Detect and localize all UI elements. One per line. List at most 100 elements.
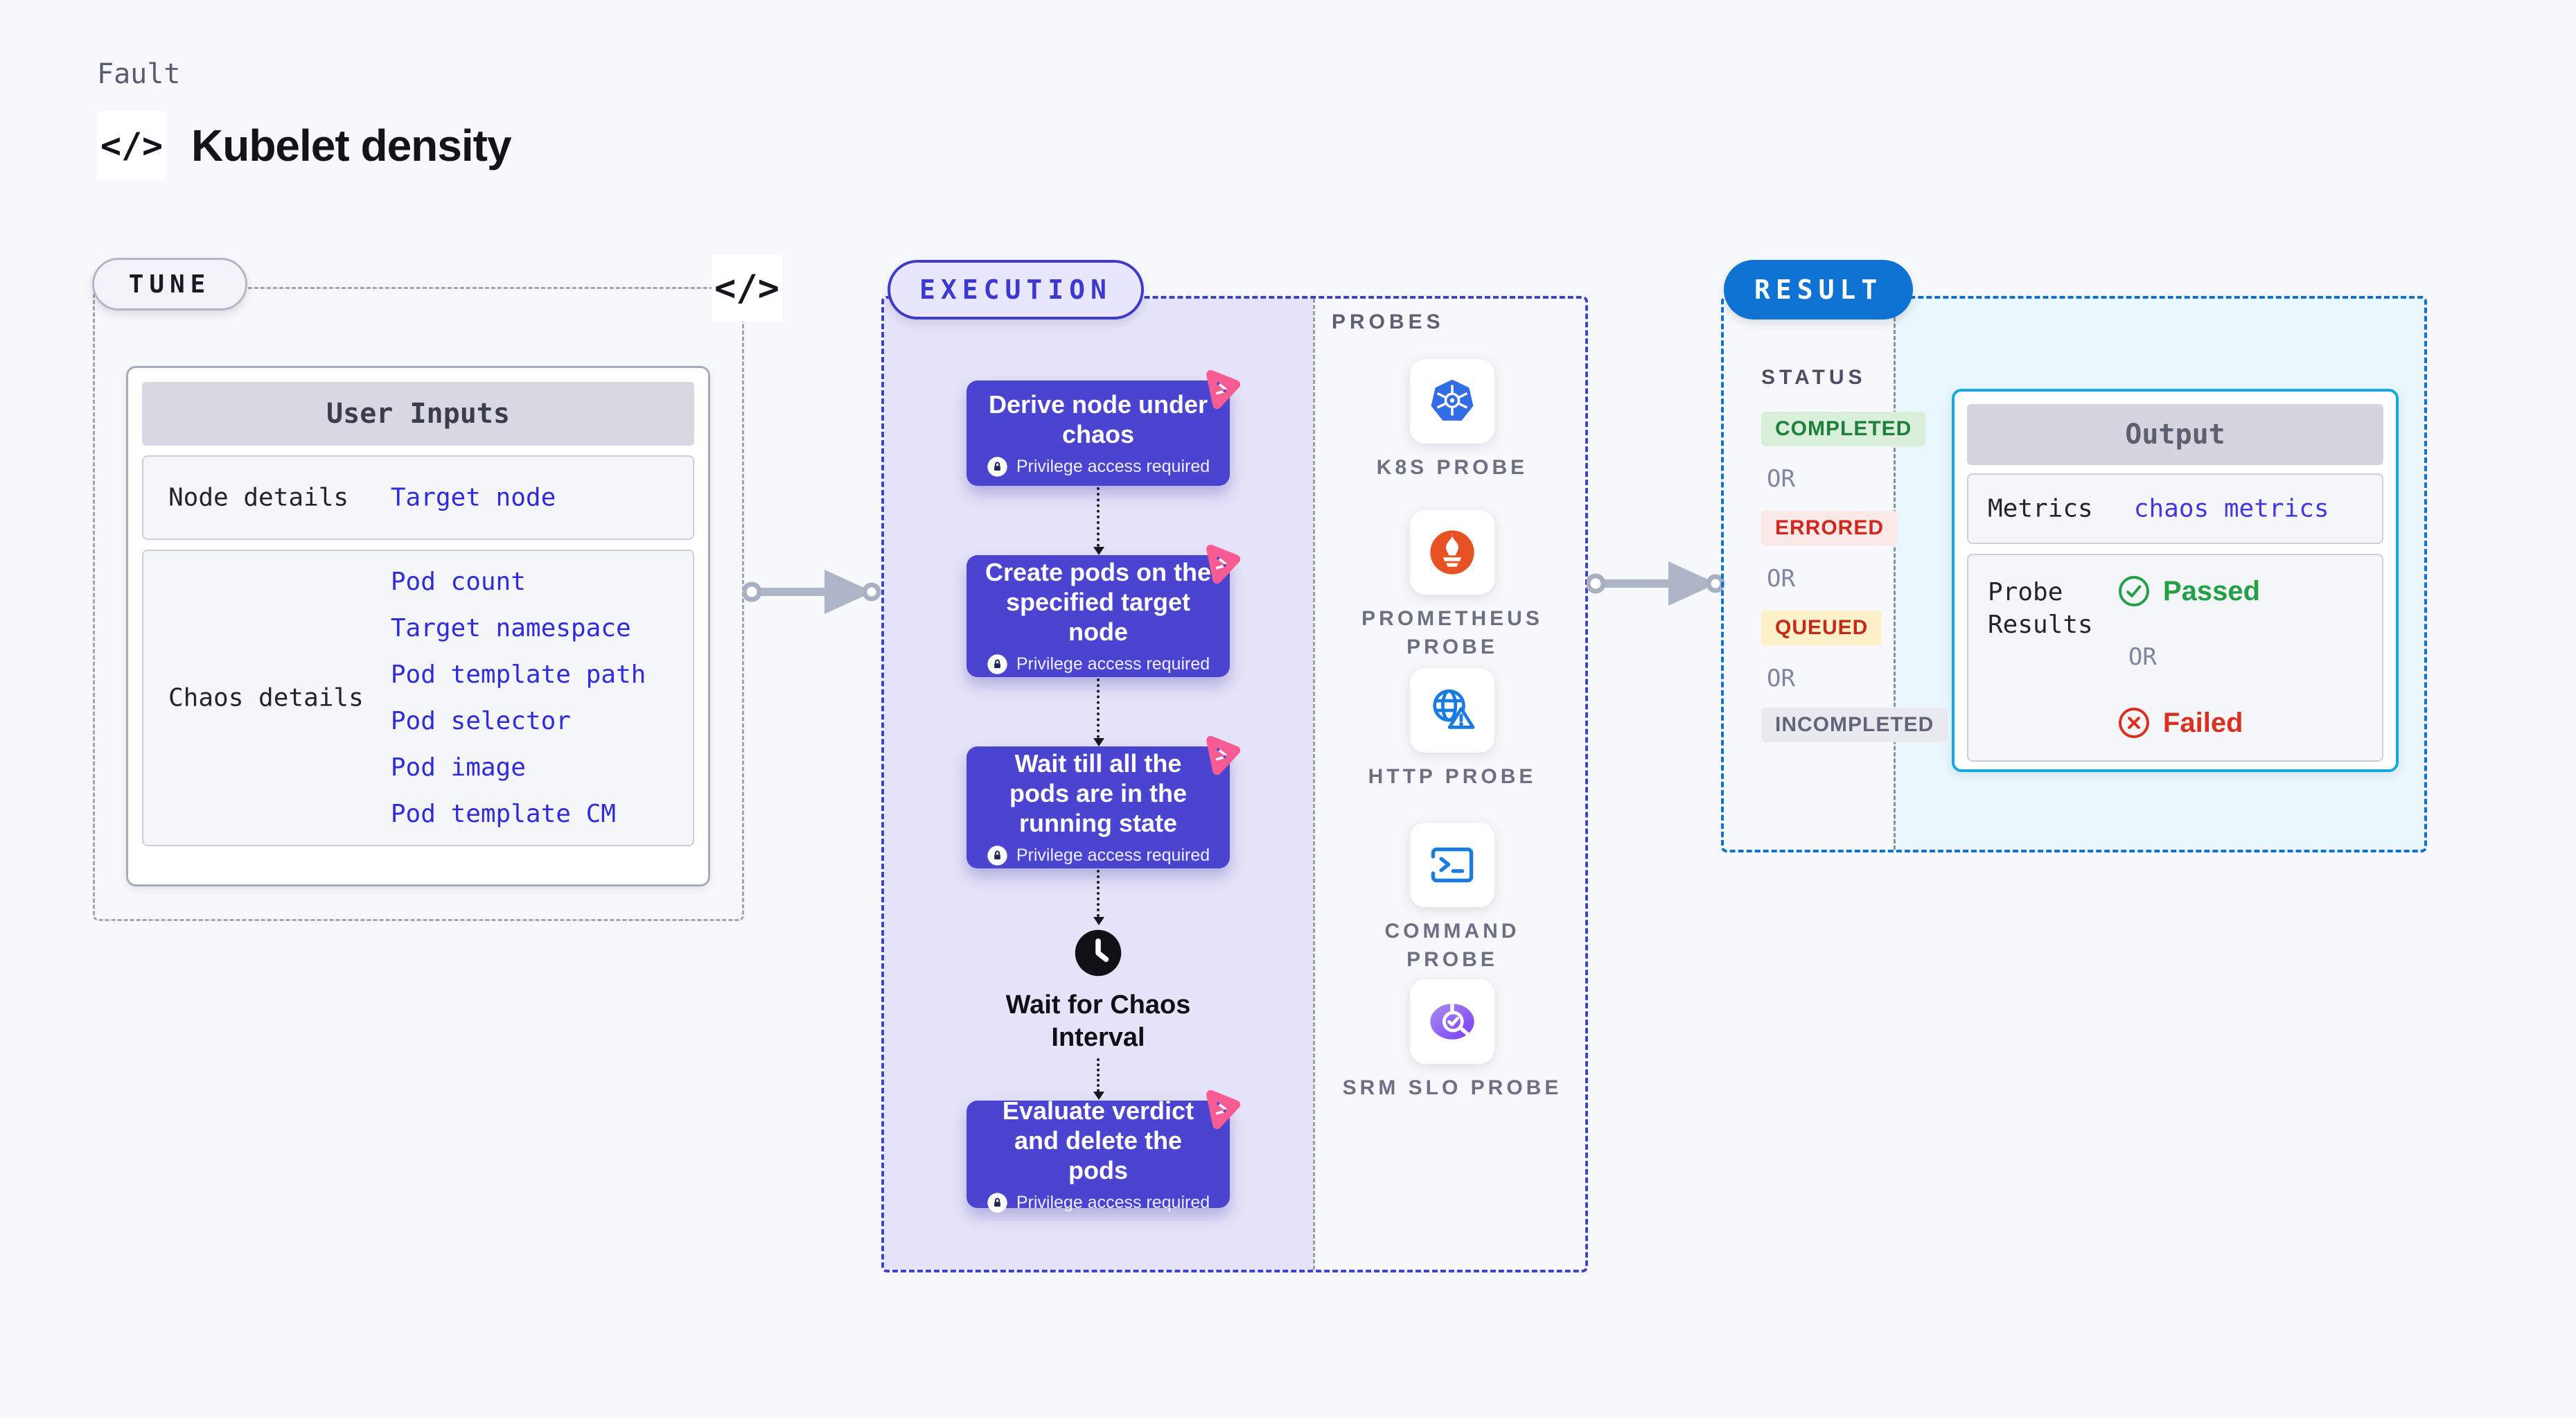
verdict-failed: Failed xyxy=(2117,706,2260,739)
node-details-values: Target node xyxy=(391,475,556,521)
wait-for-chaos-interval-label: Wait for Chaos Interval xyxy=(967,989,1230,1054)
verdict-column: Passed OR Failed xyxy=(2117,555,2260,760)
link-target-node[interactable]: Target node xyxy=(390,483,556,512)
step-card-evaluate-verdict: Evaluate verdict and delete the pods Pri… xyxy=(967,1089,1241,1213)
flow-arrow-icon xyxy=(1587,561,1725,606)
probe-card-http xyxy=(1410,668,1494,753)
lock-icon xyxy=(987,654,1007,674)
status-badge-1: ERRORED xyxy=(1761,511,1898,545)
flow-arrow-icon xyxy=(743,570,881,614)
or-separator: OR xyxy=(1767,665,1795,692)
wait-label-line2: Interval xyxy=(1051,1023,1145,1052)
title-row: </> Kubelet density xyxy=(97,111,512,180)
status-badge-3: INCOMPLETED xyxy=(1761,708,1948,742)
flow-connector xyxy=(1093,870,1104,925)
check-circle-icon xyxy=(2118,576,2149,606)
privilege-note-text: Privilege access required xyxy=(1016,654,1210,674)
lock-icon xyxy=(987,846,1007,866)
link-pod-template-path[interactable]: Pod template path xyxy=(390,660,646,689)
lock-icon xyxy=(987,456,1007,477)
link-pod-template-cm[interactable]: Pod template CM xyxy=(390,800,616,828)
execution-section: EXECUTION Derive node under chaos Privil… xyxy=(881,260,1588,1272)
fault-eyebrow: Fault xyxy=(97,58,181,90)
flow-connector xyxy=(1093,1058,1104,1100)
privilege-note: Privilege access required xyxy=(987,456,1210,478)
probe-card-k8s xyxy=(1410,359,1494,444)
privilege-note: Privilege access required xyxy=(987,654,1210,675)
clock-icon xyxy=(1075,929,1122,977)
metrics-label: Metrics xyxy=(1988,494,2093,523)
step-title: Evaluate verdict and delete the pods xyxy=(1002,1096,1194,1184)
privilege-note: Privilege access required xyxy=(987,1192,1210,1214)
step-title: Create pods on the specified target node xyxy=(985,558,1212,646)
code-icon: </> xyxy=(97,111,166,180)
step-card-wait-pods-running: Wait till all the pods are in the runnin… xyxy=(967,735,1241,868)
flow-connector xyxy=(1093,679,1104,746)
step-card-derive-node: Derive node under chaos Privilege access… xyxy=(967,369,1241,486)
privilege-note: Privilege access required xyxy=(987,845,1210,866)
result-section: RESULT STATUS COMPLETED OR ERRORED OR QU… xyxy=(1721,260,2427,852)
terminal-icon xyxy=(1431,847,1474,883)
page-title: Kubelet density xyxy=(191,121,512,170)
step-title: Derive node under chaos xyxy=(988,389,1208,448)
chaos-metrics-link[interactable]: chaos metrics xyxy=(2133,494,2329,523)
result-badge: RESULT xyxy=(1724,260,1914,320)
or-separator: OR xyxy=(1767,565,1795,593)
lock-icon xyxy=(987,1192,1007,1213)
link-pod-image[interactable]: Pod image xyxy=(390,753,526,782)
kubernetes-icon xyxy=(1431,379,1474,421)
probe-results-label-line2: Results xyxy=(1988,611,2093,639)
output-header: Output xyxy=(1967,404,2383,465)
privilege-note-text: Privilege access required xyxy=(1016,1192,1210,1212)
probe-label-prometheus: PROMETHEUS PROBE xyxy=(1361,607,1543,658)
passed-label: Passed xyxy=(2162,575,2261,606)
probe-label-srm-slo: SRM SLO PROBE xyxy=(1342,1076,1562,1099)
x-circle-icon xyxy=(2118,708,2149,738)
prometheus-icon xyxy=(1430,530,1474,575)
privilege-note-text: Privilege access required xyxy=(1016,846,1210,865)
execution-badge: EXECUTION xyxy=(888,260,1144,320)
litmus-chaos-icon xyxy=(1206,1089,1241,1130)
or-separator: OR xyxy=(2128,643,2157,671)
link-pod-count[interactable]: Pod count xyxy=(390,568,526,596)
node-details-label: Node details xyxy=(168,483,349,512)
step-title: Wait till all the pods are in the runnin… xyxy=(1009,749,1188,837)
probes-heading: PROBES xyxy=(1332,310,1445,333)
status-badge-0: COMPLETED xyxy=(1761,412,1926,446)
litmus-chaos-icon xyxy=(1206,369,1241,410)
probe-results-label: Probe Results xyxy=(1988,576,2093,641)
status-heading: STATUS xyxy=(1761,366,1867,389)
tune-section xyxy=(93,287,744,921)
chaos-details-label: Chaos details xyxy=(168,683,364,712)
or-separator: OR xyxy=(1767,465,1795,493)
code-icon: </> xyxy=(712,255,782,322)
user-inputs-card: User Inputs Node details Target node Cha… xyxy=(126,366,710,886)
probe-card-prometheus xyxy=(1410,510,1494,595)
probe-label-http: HTTP PROBE xyxy=(1368,765,1537,788)
chaos-details-values: Pod count Target namespace Pod template … xyxy=(391,559,646,837)
wait-label-line1: Wait for Chaos xyxy=(1005,990,1191,1019)
probe-label-command: COMMAND PROBE xyxy=(1384,920,1520,971)
litmus-chaos-icon xyxy=(1206,735,1241,776)
step-card-create-pods: Create pods on the specified target node… xyxy=(967,544,1241,677)
output-card: Output Metrics chaos metrics Probe Resul… xyxy=(1952,389,2399,772)
litmus-chaos-icon xyxy=(1206,544,1241,584)
chaos-details-row: Chaos details Pod count Target namespace… xyxy=(142,550,694,846)
http-globe-warning-icon xyxy=(1433,689,1475,729)
status-badge-2: QUEUED xyxy=(1761,611,1882,645)
link-pod-selector[interactable]: Pod selector xyxy=(390,707,571,735)
probe-results-label-line1: Probe xyxy=(1988,578,2063,606)
probe-card-srm-slo xyxy=(1410,979,1494,1064)
srm-slo-icon xyxy=(1430,1004,1474,1040)
user-inputs-header: User Inputs xyxy=(142,382,694,446)
verdict-passed: Passed xyxy=(2117,575,2260,608)
probe-label-k8s: K8S PROBE xyxy=(1376,456,1528,479)
flow-connector xyxy=(1093,487,1104,555)
tune-badge: TUNE xyxy=(92,258,247,310)
link-target-namespace[interactable]: Target namespace xyxy=(390,614,631,642)
failed-label: Failed xyxy=(2162,707,2243,738)
status-output-divider xyxy=(1894,299,1896,850)
probe-results-row: Probe Results Passed OR xyxy=(1967,554,2383,762)
node-details-row: Node details Target node xyxy=(142,455,694,540)
